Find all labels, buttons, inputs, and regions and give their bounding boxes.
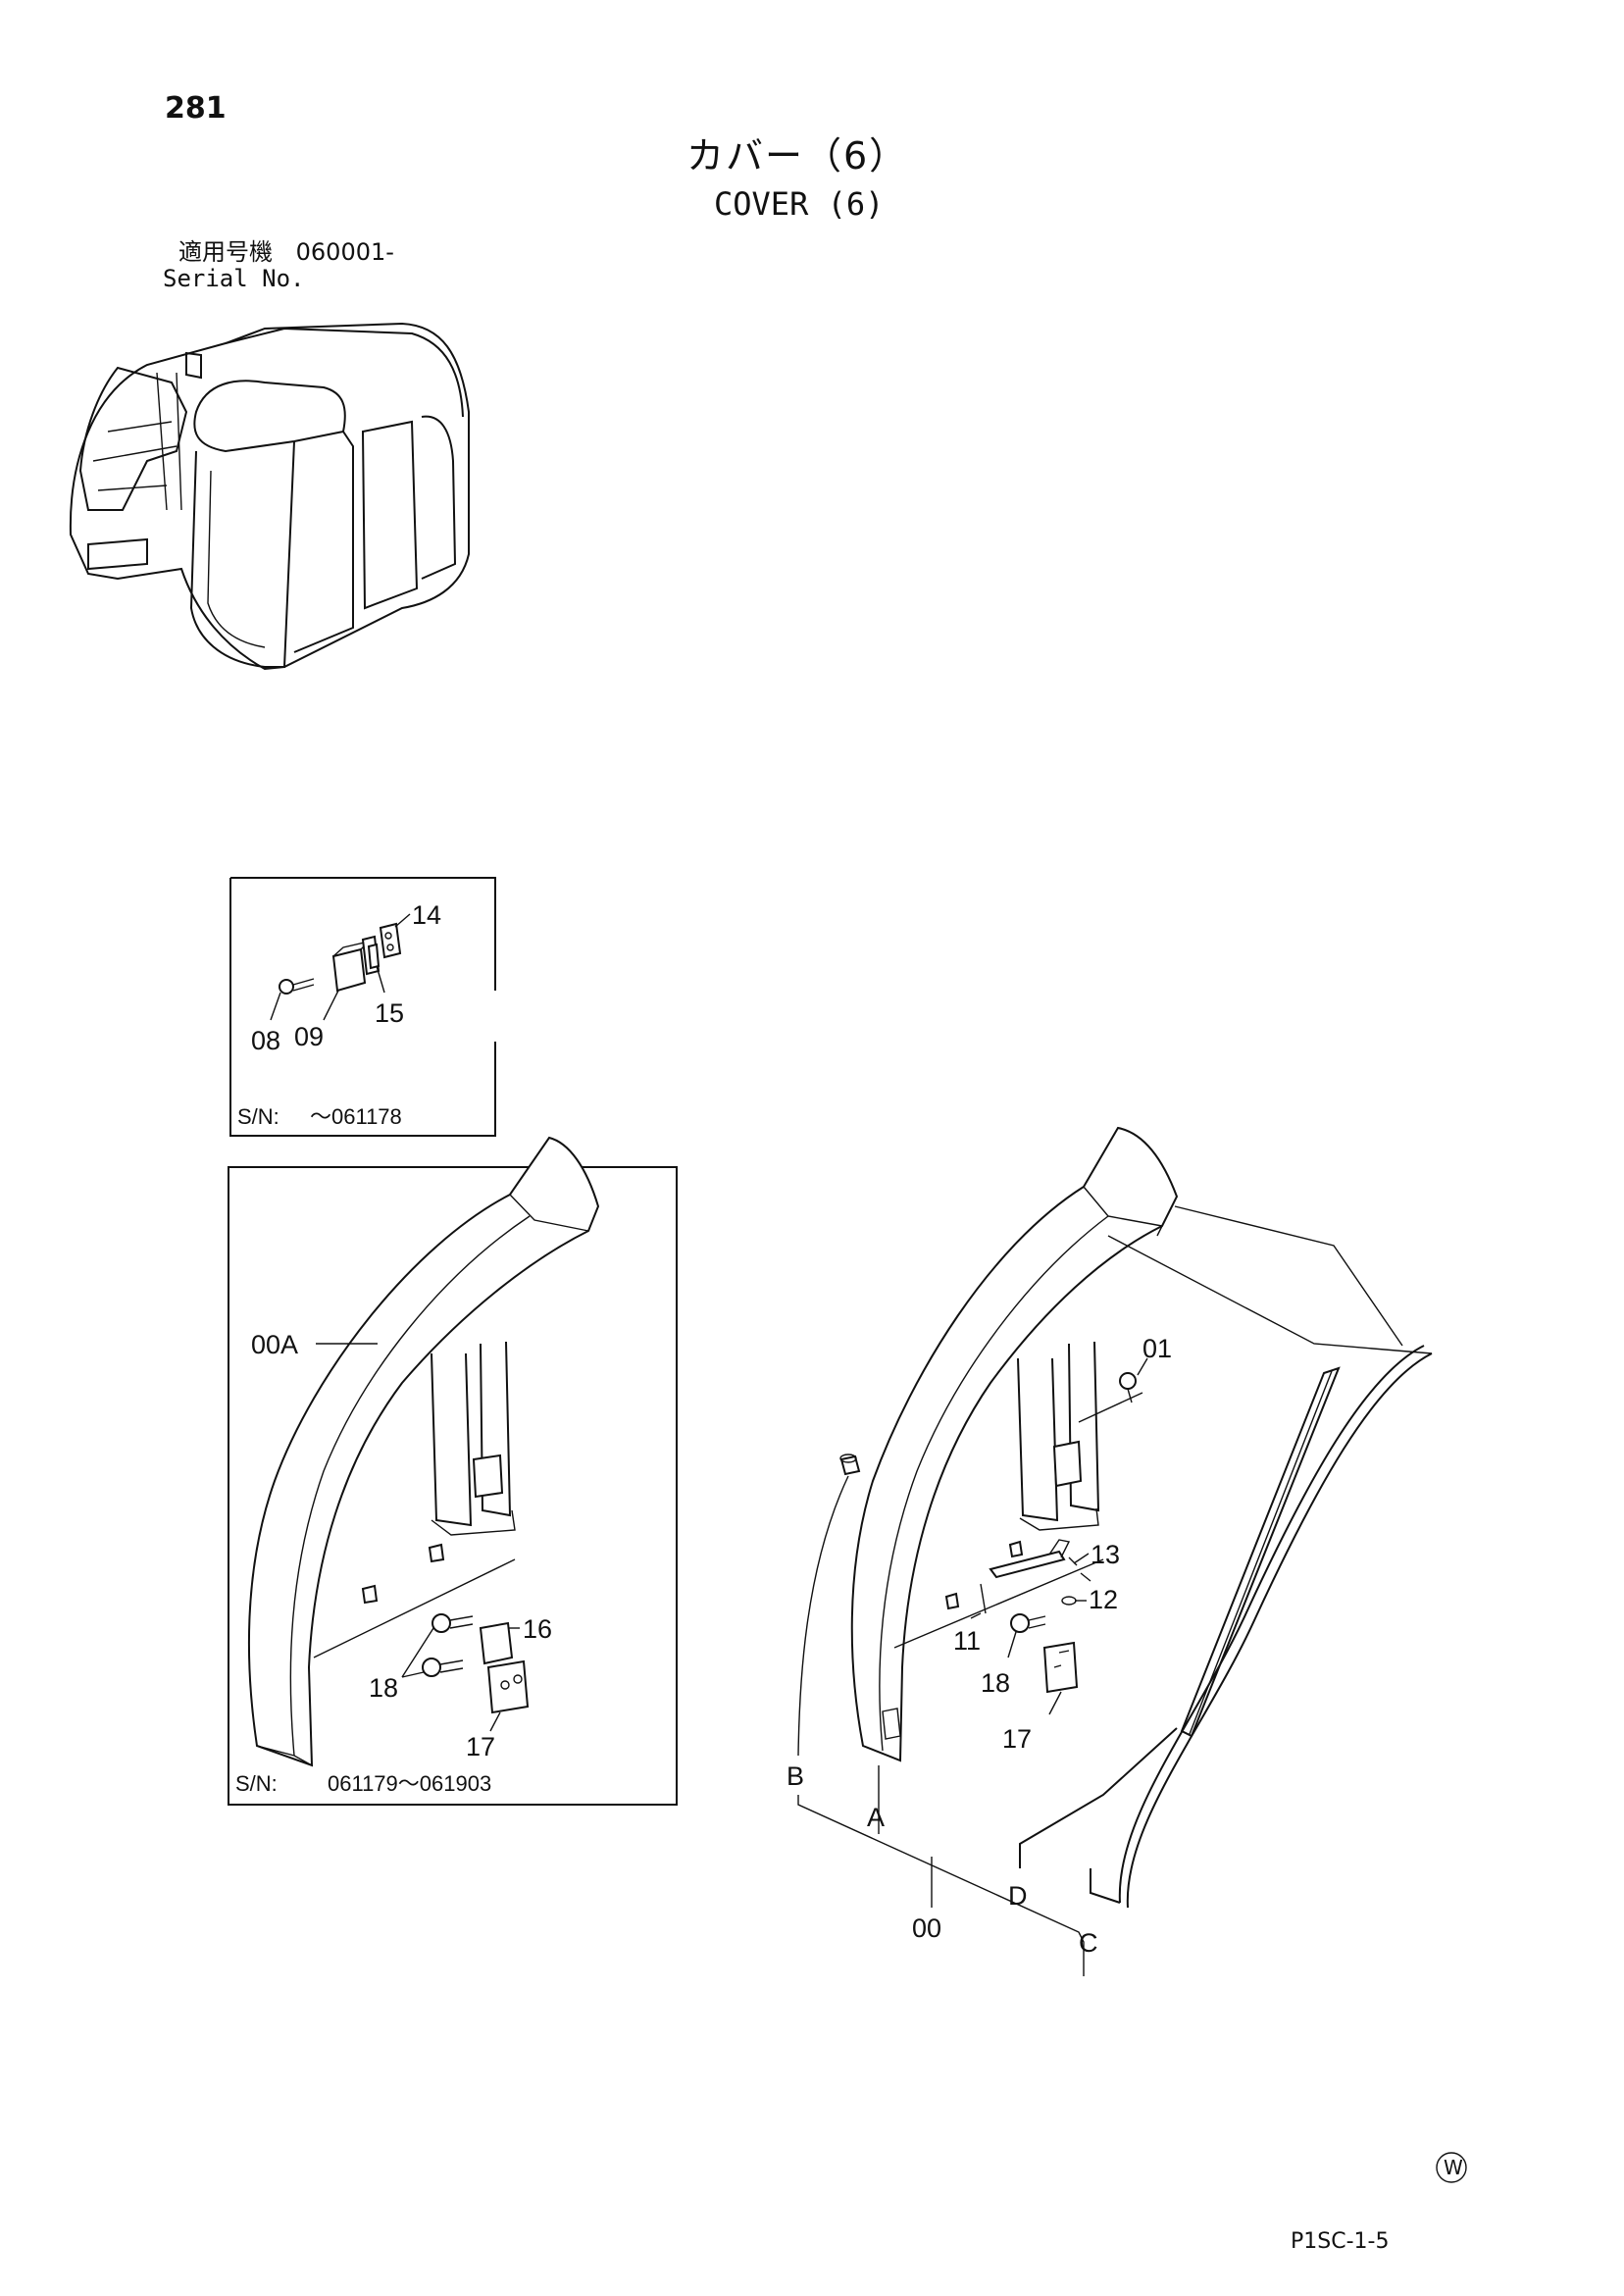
inset-top-sn-range: ～061178 (310, 1104, 402, 1129)
main-label-01: 01 (1142, 1334, 1172, 1363)
cab-overview-illustration (69, 322, 470, 671)
main-label-17: 17 (1002, 1724, 1032, 1754)
inset-mid-label-18: 18 (369, 1673, 398, 1703)
serial-range: 060001- (295, 238, 394, 266)
inset-mid-sn-range: 061179～061903 (328, 1771, 491, 1796)
inset-top-sn-label: S/N: (237, 1104, 279, 1129)
inset-top-label-08: 08 (251, 1026, 280, 1055)
inset-box-top: 14 15 08 09 S/N: ～061178 (229, 877, 496, 1137)
main-label-13: 13 (1091, 1540, 1120, 1569)
main-label-b: B (787, 1761, 804, 1791)
inset-mid-sn-label: S/N: (235, 1771, 278, 1796)
inset-top-label-14: 14 (412, 900, 441, 930)
inset-mid-label-17: 17 (466, 1732, 495, 1761)
page-number: 281 (165, 91, 227, 126)
inset-mid-label-00a: 00A (251, 1330, 298, 1359)
main-label-00: 00 (912, 1913, 941, 1943)
main-label-c: C (1079, 1928, 1098, 1958)
inset-box-middle: 00A 16 18 17 S/N: 061179～061903 (228, 1136, 678, 1806)
inset-mid-label-16: 16 (523, 1614, 552, 1644)
main-exploded-view: 01 13 12 11 18 17 B A D C 00 (787, 1126, 1433, 1976)
main-label-11: 11 (953, 1626, 981, 1656)
title-english: COVER (6) (714, 185, 885, 223)
main-label-a: A (867, 1803, 885, 1832)
title-japanese: カバー（6） (686, 134, 909, 178)
serial-jp-text: 適用号機 (178, 238, 273, 266)
main-label-12: 12 (1089, 1585, 1118, 1614)
main-label-18: 18 (981, 1668, 1010, 1698)
footer-code: P1SC-1-5 (1291, 2229, 1390, 2254)
main-label-d: D (1008, 1881, 1028, 1911)
inset-top-label-15: 15 (375, 998, 404, 1028)
watermark-circle (1436, 2152, 1467, 2183)
serial-label-en: Serial No. (163, 265, 305, 292)
inset-top-label-09: 09 (294, 1022, 324, 1051)
watermark-symbol: W (1444, 2156, 1463, 2179)
serial-label-jp: 適用号機 060001- (178, 240, 394, 264)
